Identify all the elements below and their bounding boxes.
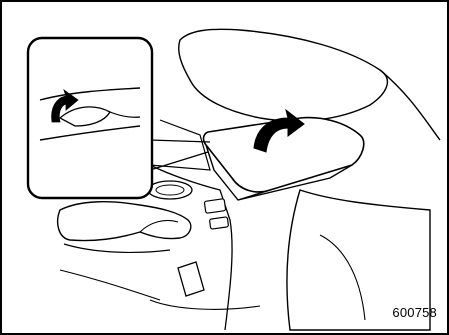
console-body: [150, 120, 210, 170]
figure-code: 600758: [392, 305, 437, 320]
wrist-line: [64, 244, 170, 252]
cup-holder-inner: [156, 185, 184, 195]
cup-holder: [148, 181, 192, 199]
left-seat-edge: [60, 270, 160, 300]
seat-backrest: [179, 29, 388, 121]
shift-lever: [178, 262, 204, 296]
console-side: [150, 165, 232, 330]
floor-line: [150, 300, 260, 309]
console-button: [204, 199, 225, 214]
seat-edge-line: [380, 70, 440, 140]
console-switch: [209, 217, 228, 229]
